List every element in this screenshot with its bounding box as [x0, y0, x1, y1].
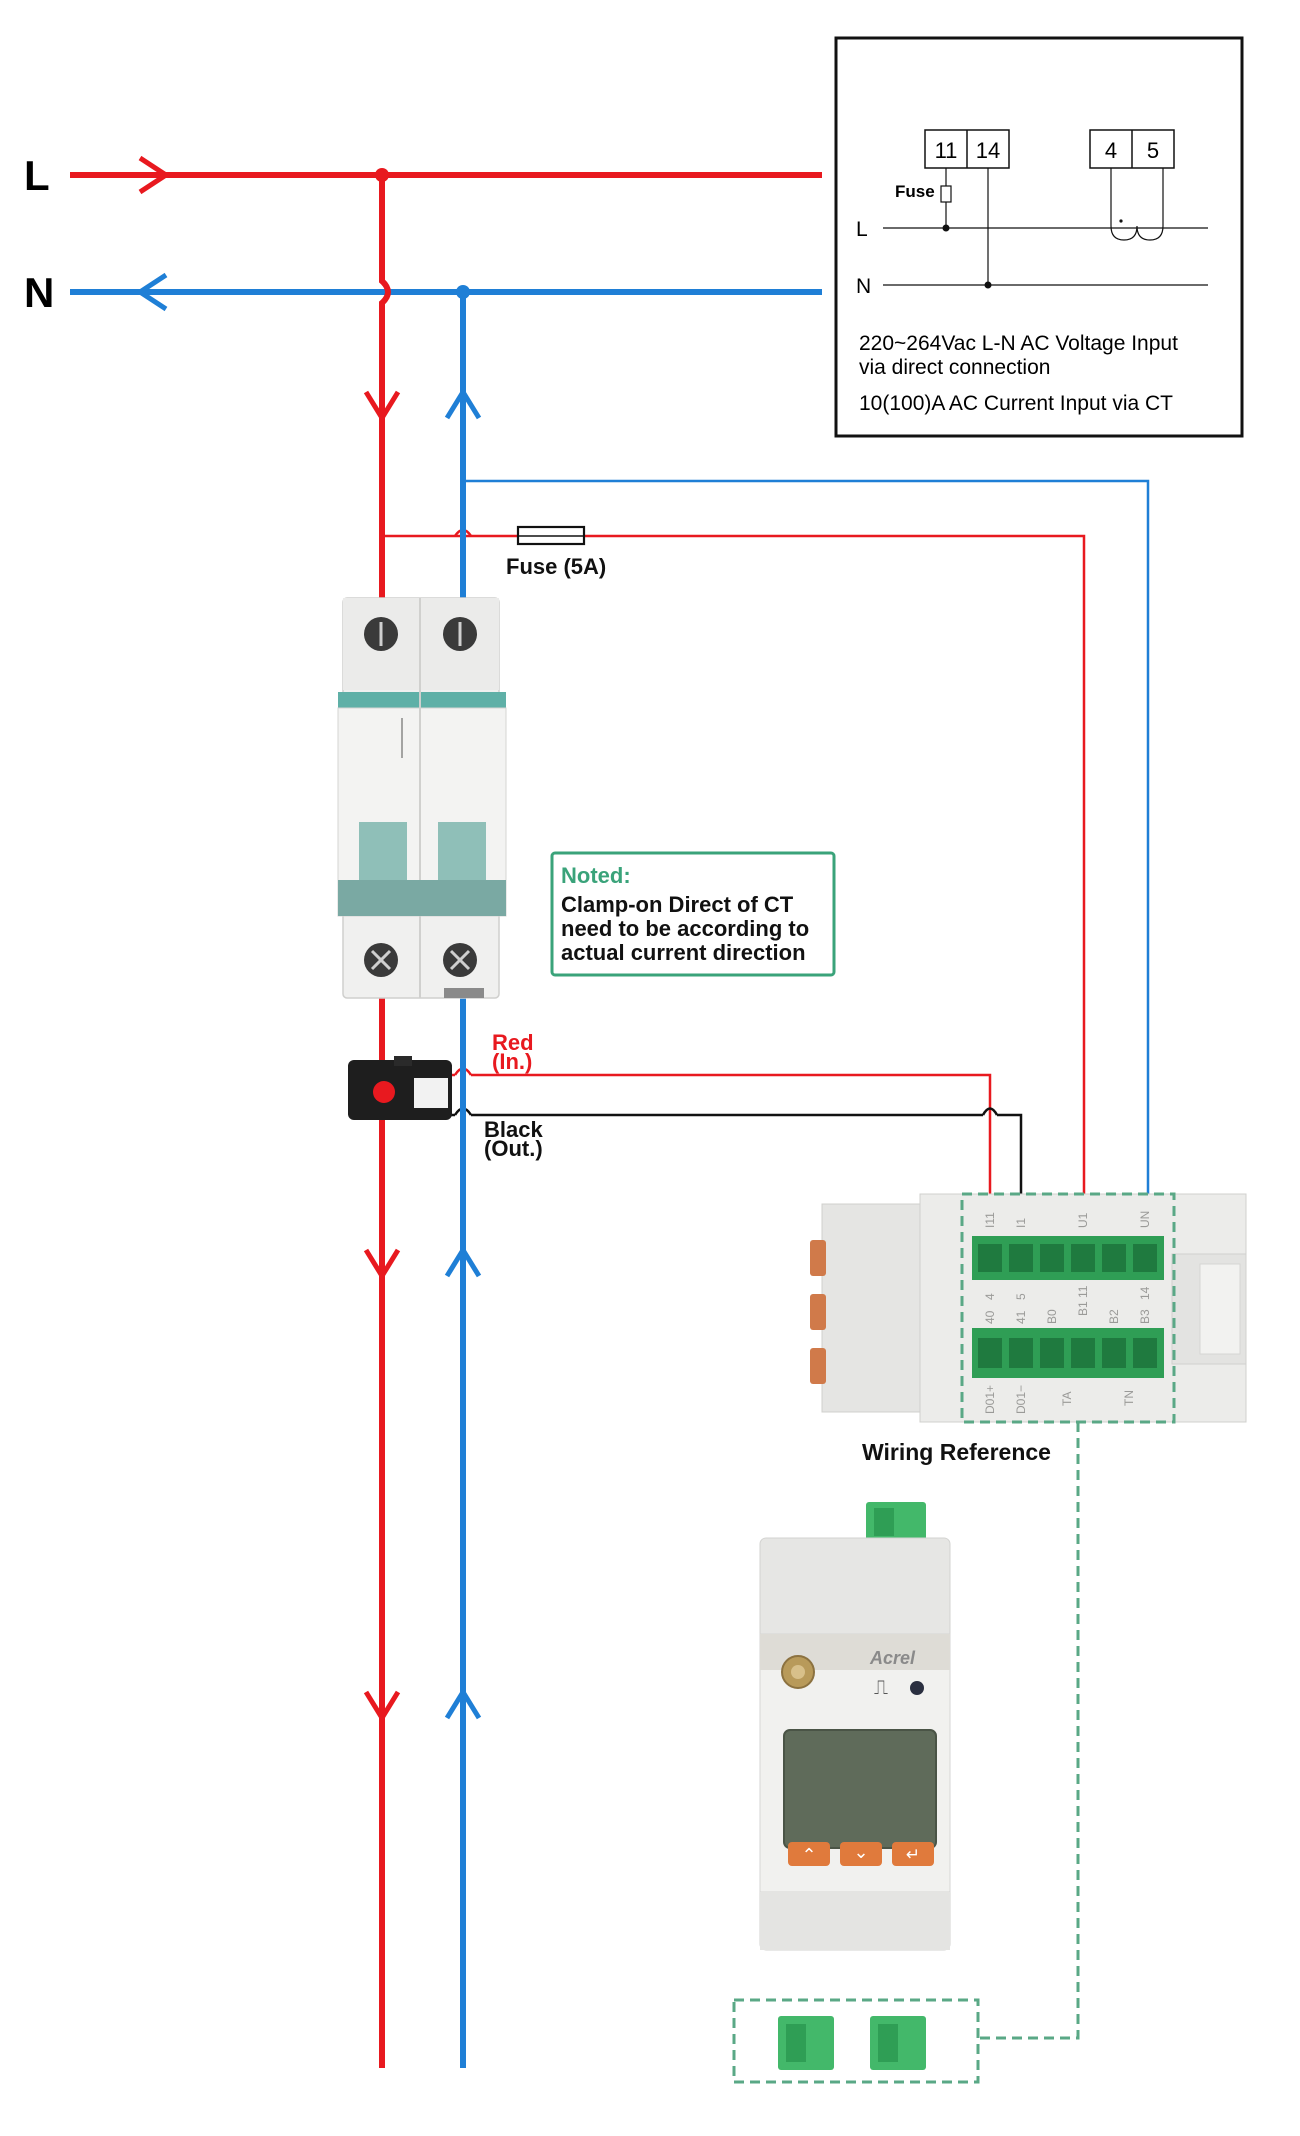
fuse-label: Fuse (5A): [506, 554, 606, 579]
terminal-label-4: 4: [983, 1293, 997, 1300]
energy-meter: Acrel ⎍ ⌃ ⌄ ↵: [732, 1502, 980, 2084]
line-label-n: N: [24, 269, 54, 316]
ct-red-label-2: (In.): [492, 1049, 532, 1074]
u1-wire-2: [582, 534, 1086, 1247]
note-box: Noted: Clamp-on Direct of CT need to be …: [550, 851, 836, 977]
terminal-label-un: UN: [1138, 1211, 1152, 1228]
terminal-label-b2: B2: [1107, 1309, 1121, 1324]
terminal-label-b0: B0: [1045, 1309, 1059, 1324]
spec-fuse-icon: [940, 185, 952, 203]
ct-black-label-2: (Out.): [484, 1136, 543, 1161]
terminal-row-top: [978, 1244, 1157, 1272]
enter-button[interactable]: [892, 1842, 934, 1866]
spec-box: 11 14 4 5 Fuse L N 220~264Vac L-N AC Vol…: [834, 36, 1244, 438]
terminal-label-d01-minus: D01−: [1014, 1385, 1028, 1414]
un-wire: [463, 479, 1150, 1247]
terminal-dashed-outline: [960, 1192, 1176, 1424]
terminal-label-b3: B3: [1138, 1309, 1152, 1324]
neutral-bus-arrow: [135, 272, 168, 312]
status-led: [910, 1681, 924, 1695]
live-arrow-3: [363, 1690, 401, 1723]
terminal-label-14: 14: [1138, 1286, 1152, 1300]
neutral-junction: [456, 285, 470, 299]
terminal-row-bottom: [978, 1338, 1157, 1368]
svg-text:⌄: ⌄: [853, 1842, 868, 1862]
neutral-arrow-1: [444, 387, 482, 420]
ct-clamp: [348, 1056, 452, 1120]
live-bus-arrow: [138, 155, 171, 195]
terminal-label-tn: TN: [1122, 1390, 1136, 1406]
spec-terminal-5: 5: [1147, 138, 1159, 163]
wiring-reference-label: Wiring Reference: [862, 1439, 1051, 1465]
lcd-screen: [783, 1729, 937, 1849]
spec-terminal-14: 14: [976, 138, 1000, 163]
meter-brand: Acrel: [869, 1648, 916, 1668]
ct-red-label-1: Red: [492, 1030, 534, 1055]
live-junction: [375, 168, 389, 182]
reference-dashed-link: [978, 1422, 1080, 2040]
terminal-label-b1-11: B1 11: [1076, 1285, 1090, 1316]
neutral-arrow-2: [444, 1245, 482, 1278]
terminal-label-d01-plus: D01+: [983, 1385, 997, 1414]
spec-text-voltage-1: 220~264Vac L-N AC Voltage Input: [859, 332, 1178, 355]
spec-text-voltage-2: via direct connection: [859, 356, 1050, 379]
bottom-terminal-dashed-outline: [732, 1998, 980, 2084]
note-line-2: need to be according to: [561, 916, 809, 941]
spec-text-current: 10(100)A AC Current Input via CT: [859, 392, 1173, 415]
terminal-label-u1: U1: [1076, 1212, 1090, 1228]
note-title: Noted:: [561, 863, 631, 888]
terminal-label-ta: TA: [1060, 1392, 1074, 1406]
neutral-arrow-3: [444, 1687, 482, 1720]
terminal-label-i11: I11: [983, 1212, 997, 1228]
up-button[interactable]: [788, 1842, 830, 1866]
line-label-l: L: [24, 152, 50, 199]
svg-text:⌃: ⌃: [801, 1845, 816, 1865]
live-vertical: [379, 175, 391, 2068]
terminal-label-40: 40: [983, 1310, 997, 1324]
meter-terminal-block: I11 I1 U1 UN 4 5 B1 11 14 40 41 B0 B2 B3…: [810, 1192, 1247, 1424]
ct-black-label-1: Black: [484, 1117, 543, 1142]
terminal-label-i1: I1: [1014, 1218, 1028, 1228]
spec-terminal-4: 4: [1105, 138, 1117, 163]
terminal-label-5: 5: [1014, 1293, 1028, 1300]
live-arrow-2: [363, 1248, 401, 1281]
note-line-1: Clamp-on Direct of CT: [561, 892, 794, 917]
spec-terminal-11: 11: [935, 138, 958, 163]
terminal-label-41: 41: [1014, 1310, 1028, 1324]
spec-row-l: L: [856, 218, 868, 241]
spec-row-n: N: [856, 275, 871, 298]
spec-fuse-label: Fuse: [895, 182, 935, 201]
circuit-breaker: [337, 597, 507, 999]
pulse-icon: ⎍: [874, 1677, 888, 1699]
live-arrow-1: [363, 390, 401, 423]
note-line-3: actual current direction: [561, 940, 806, 965]
svg-text:↵: ↵: [906, 1845, 920, 1864]
down-button[interactable]: [840, 1842, 882, 1866]
spec-ct-symbol: [1110, 168, 1164, 241]
